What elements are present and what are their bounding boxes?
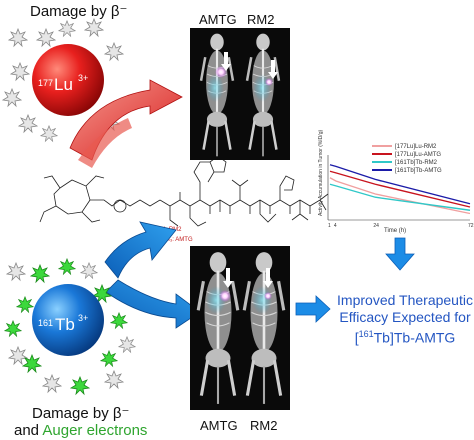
tumor-arrow-icon <box>223 268 233 288</box>
series-line-1 <box>329 170 471 208</box>
series-line-0 <box>329 177 471 215</box>
tb-charge: 3+ <box>78 313 88 323</box>
legend-label: [177Lu]Lu-RM2 <box>395 144 437 150</box>
top-caption: Damage by β⁻ <box>30 3 128 20</box>
chart-y-label: Activity Accumulation in Tumor (%ID/g) <box>318 129 324 216</box>
tumor-arrow-icon <box>268 60 278 79</box>
auger-electrons-label: Auger electrons <box>42 422 148 439</box>
conclusion-text: Improved Therapeutic Efficacy Expected f… <box>330 292 474 347</box>
bottom-caption-prefix: and <box>14 422 43 439</box>
blue-curved-arrow <box>104 221 177 279</box>
scan-label-amtg-top: AMTG <box>199 12 237 27</box>
blue-arrow-to-scans <box>105 279 201 329</box>
tumor-arrow-icon <box>221 52 231 71</box>
legend-entry: [161Tb]Tb-AMTG <box>372 168 442 174</box>
peptide-structure <box>39 155 329 227</box>
conclusion-line3: [161Tb]Tb-AMTG <box>354 329 456 346</box>
tumor-arrow-icon <box>263 268 273 288</box>
legend-entry: [161Tb]Tb-RM2 <box>372 160 437 166</box>
spect-scan-top <box>190 28 290 160</box>
scan-label-rm2-bottom: RM2 <box>250 418 278 433</box>
legend-label: [177Lu]Lu-AMTG <box>395 152 442 158</box>
spect-scan-bottom <box>190 246 290 410</box>
legend-entry: [177Lu]Lu-AMTG <box>372 152 441 158</box>
legend-swatch <box>372 145 392 148</box>
conclusion-line1: Improved Therapeutic <box>337 292 473 308</box>
conclusion-line2: Efficacy Expected for <box>339 309 471 325</box>
series-line-2 <box>329 183 471 211</box>
tb-mass: 161 <box>38 318 53 328</box>
x-tick-label: 24 <box>373 223 379 229</box>
lu-symbol: Lu <box>54 75 73 94</box>
bottom-caption-line1: Damage by β⁻ <box>32 405 130 422</box>
structure-label-amtg: R = CH₃: AMTG <box>150 237 193 243</box>
x-tick-label: 72 <box>468 223 474 229</box>
series-line-3 <box>329 164 471 205</box>
lu-mass: 177 <box>38 78 53 88</box>
scan-label-rm2-top: RM2 <box>247 12 275 27</box>
tb-161-sphere: 161 Tb 3+ <box>32 284 104 356</box>
legend-swatch <box>372 169 392 172</box>
lu-177-sphere: 177 Lu 3+ <box>32 44 104 116</box>
legend-entry: [177Lu]Lu-RM2 <box>372 144 436 150</box>
chart-x-label: Time (h) <box>384 228 407 234</box>
x-tick-label: 4 <box>334 223 337 229</box>
lu-charge: 3+ <box>78 73 88 83</box>
legend-label: [161Tb]Tb-RM2 <box>395 160 438 166</box>
scan-label-amtg-bottom: AMTG <box>200 418 238 433</box>
arrow-to-conclusion <box>295 295 331 323</box>
legend-swatch <box>372 153 392 156</box>
arrow-chart-down <box>385 237 415 271</box>
x-tick-label: 1 <box>328 223 331 229</box>
legend-label: [161Tb]Tb-AMTG <box>395 168 442 174</box>
legend-swatch <box>372 161 392 164</box>
tb-symbol: Tb <box>55 315 75 334</box>
red-tail-arrow <box>78 118 132 168</box>
bottom-caption-line2: and Auger electrons <box>14 422 147 439</box>
